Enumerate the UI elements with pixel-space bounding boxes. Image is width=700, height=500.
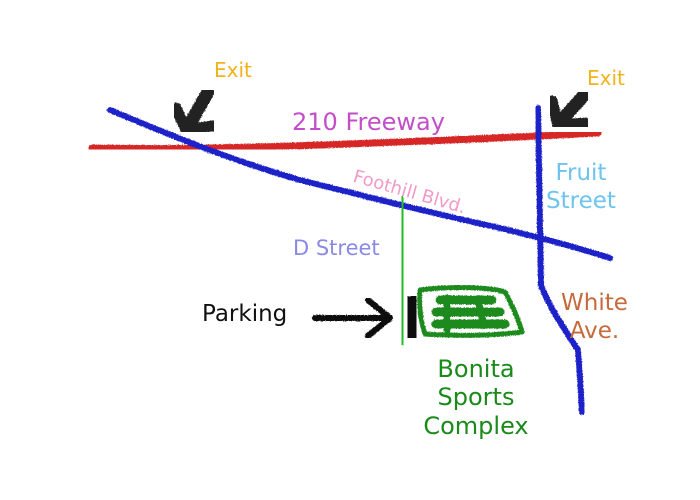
parking-arrow: [312, 297, 393, 339]
freeway-210-label: 210 Freeway: [292, 108, 445, 136]
white-ave-label: White Ave.: [561, 290, 628, 345]
foothill-blvd-line: [107, 107, 613, 261]
parking-label: Parking: [202, 301, 288, 327]
fruit-street-label-line1: Fruit: [555, 160, 607, 186]
white-ave-label-line2: Ave.: [569, 317, 620, 344]
exit-label-left: Exit: [214, 58, 252, 82]
fruit-street-label-line2: Street: [546, 187, 616, 214]
fruit-street-line: [535, 105, 585, 415]
exit-label-right: Exit: [587, 66, 625, 90]
d-street-line: [399, 195, 406, 346]
sports-complex-label-line1: Bonita: [437, 355, 515, 383]
sports-complex-label-line3: Complex: [423, 411, 529, 440]
exit-arrow-left: [170, 85, 218, 136]
exit-arrow-right: [546, 87, 592, 131]
fruit-street-label: Fruit Street: [546, 160, 616, 215]
white-ave-label-line1: White: [561, 290, 628, 316]
sports-complex-label-line2: Sports: [437, 383, 515, 412]
sports-complex-label: Bonita Sports Complex: [414, 355, 538, 440]
parking-entrance-mark: [404, 294, 420, 340]
d-street-label: D Street: [293, 236, 380, 260]
sports-complex-building: [417, 285, 525, 338]
